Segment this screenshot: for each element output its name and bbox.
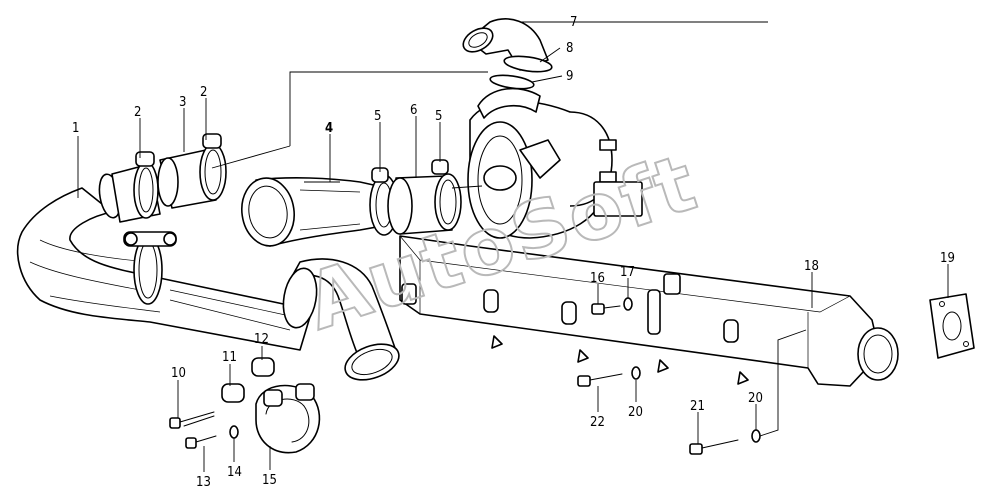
- callout-3: 3: [179, 95, 186, 110]
- pipe-4: [241, 177, 383, 247]
- callout-2b: 2: [200, 85, 207, 100]
- callout-5a: 5: [374, 109, 381, 124]
- callout-9: 9: [566, 69, 573, 84]
- bolt-22: [577, 373, 623, 387]
- callout-5b: 5: [435, 109, 442, 124]
- clamp-8: [503, 55, 553, 73]
- callout-2a: 2: [134, 105, 141, 120]
- washer-14: [229, 425, 239, 439]
- callout-19: 19: [940, 251, 955, 266]
- callout-13: 13: [196, 475, 211, 490]
- washer-17: [623, 297, 633, 311]
- callout-22: 22: [590, 415, 605, 430]
- callout-12: 12: [254, 332, 269, 347]
- gasket-9: [489, 74, 535, 90]
- spacer-11: [221, 383, 245, 403]
- callout-20a: 20: [628, 405, 643, 420]
- turbocharger: [467, 87, 643, 239]
- callout-18: 18: [804, 259, 819, 274]
- washer-20-b: [751, 429, 761, 443]
- callout-16: 16: [590, 271, 605, 286]
- callout-7: 7: [570, 15, 577, 30]
- callout-1: 1: [72, 121, 79, 136]
- callout-labels: 1 2 3 2 4 5 6 5 7 8 9 10 11 12 13 14 15 …: [72, 15, 955, 490]
- callout-15: 15: [262, 473, 277, 488]
- hose-3-with-clamps: [111, 133, 227, 223]
- bolt-13: [185, 435, 217, 449]
- bolt-10: [169, 411, 215, 429]
- callout-21: 21: [690, 399, 705, 414]
- callout-6: 6: [410, 103, 417, 118]
- clamp-15: [255, 383, 321, 454]
- bolt-21: [689, 439, 739, 455]
- washer-20-a: [631, 366, 641, 380]
- bolt-16: [591, 303, 621, 315]
- callout-20b: 20: [748, 391, 763, 406]
- pipe-clamp-upper: [123, 231, 177, 305]
- spacer-12: [251, 357, 275, 377]
- leader-lines: [77, 21, 949, 472]
- exhaust-manifold-18: [399, 235, 899, 387]
- callout-4: 4: [325, 121, 333, 136]
- callout-17: 17: [620, 265, 635, 280]
- callout-14: 14: [227, 465, 242, 480]
- hose-6-with-clamps: [369, 159, 462, 236]
- gasket-19: [929, 293, 975, 359]
- callout-11: 11: [222, 350, 237, 365]
- callout-8: 8: [566, 41, 573, 56]
- callout-10: 10: [171, 366, 186, 381]
